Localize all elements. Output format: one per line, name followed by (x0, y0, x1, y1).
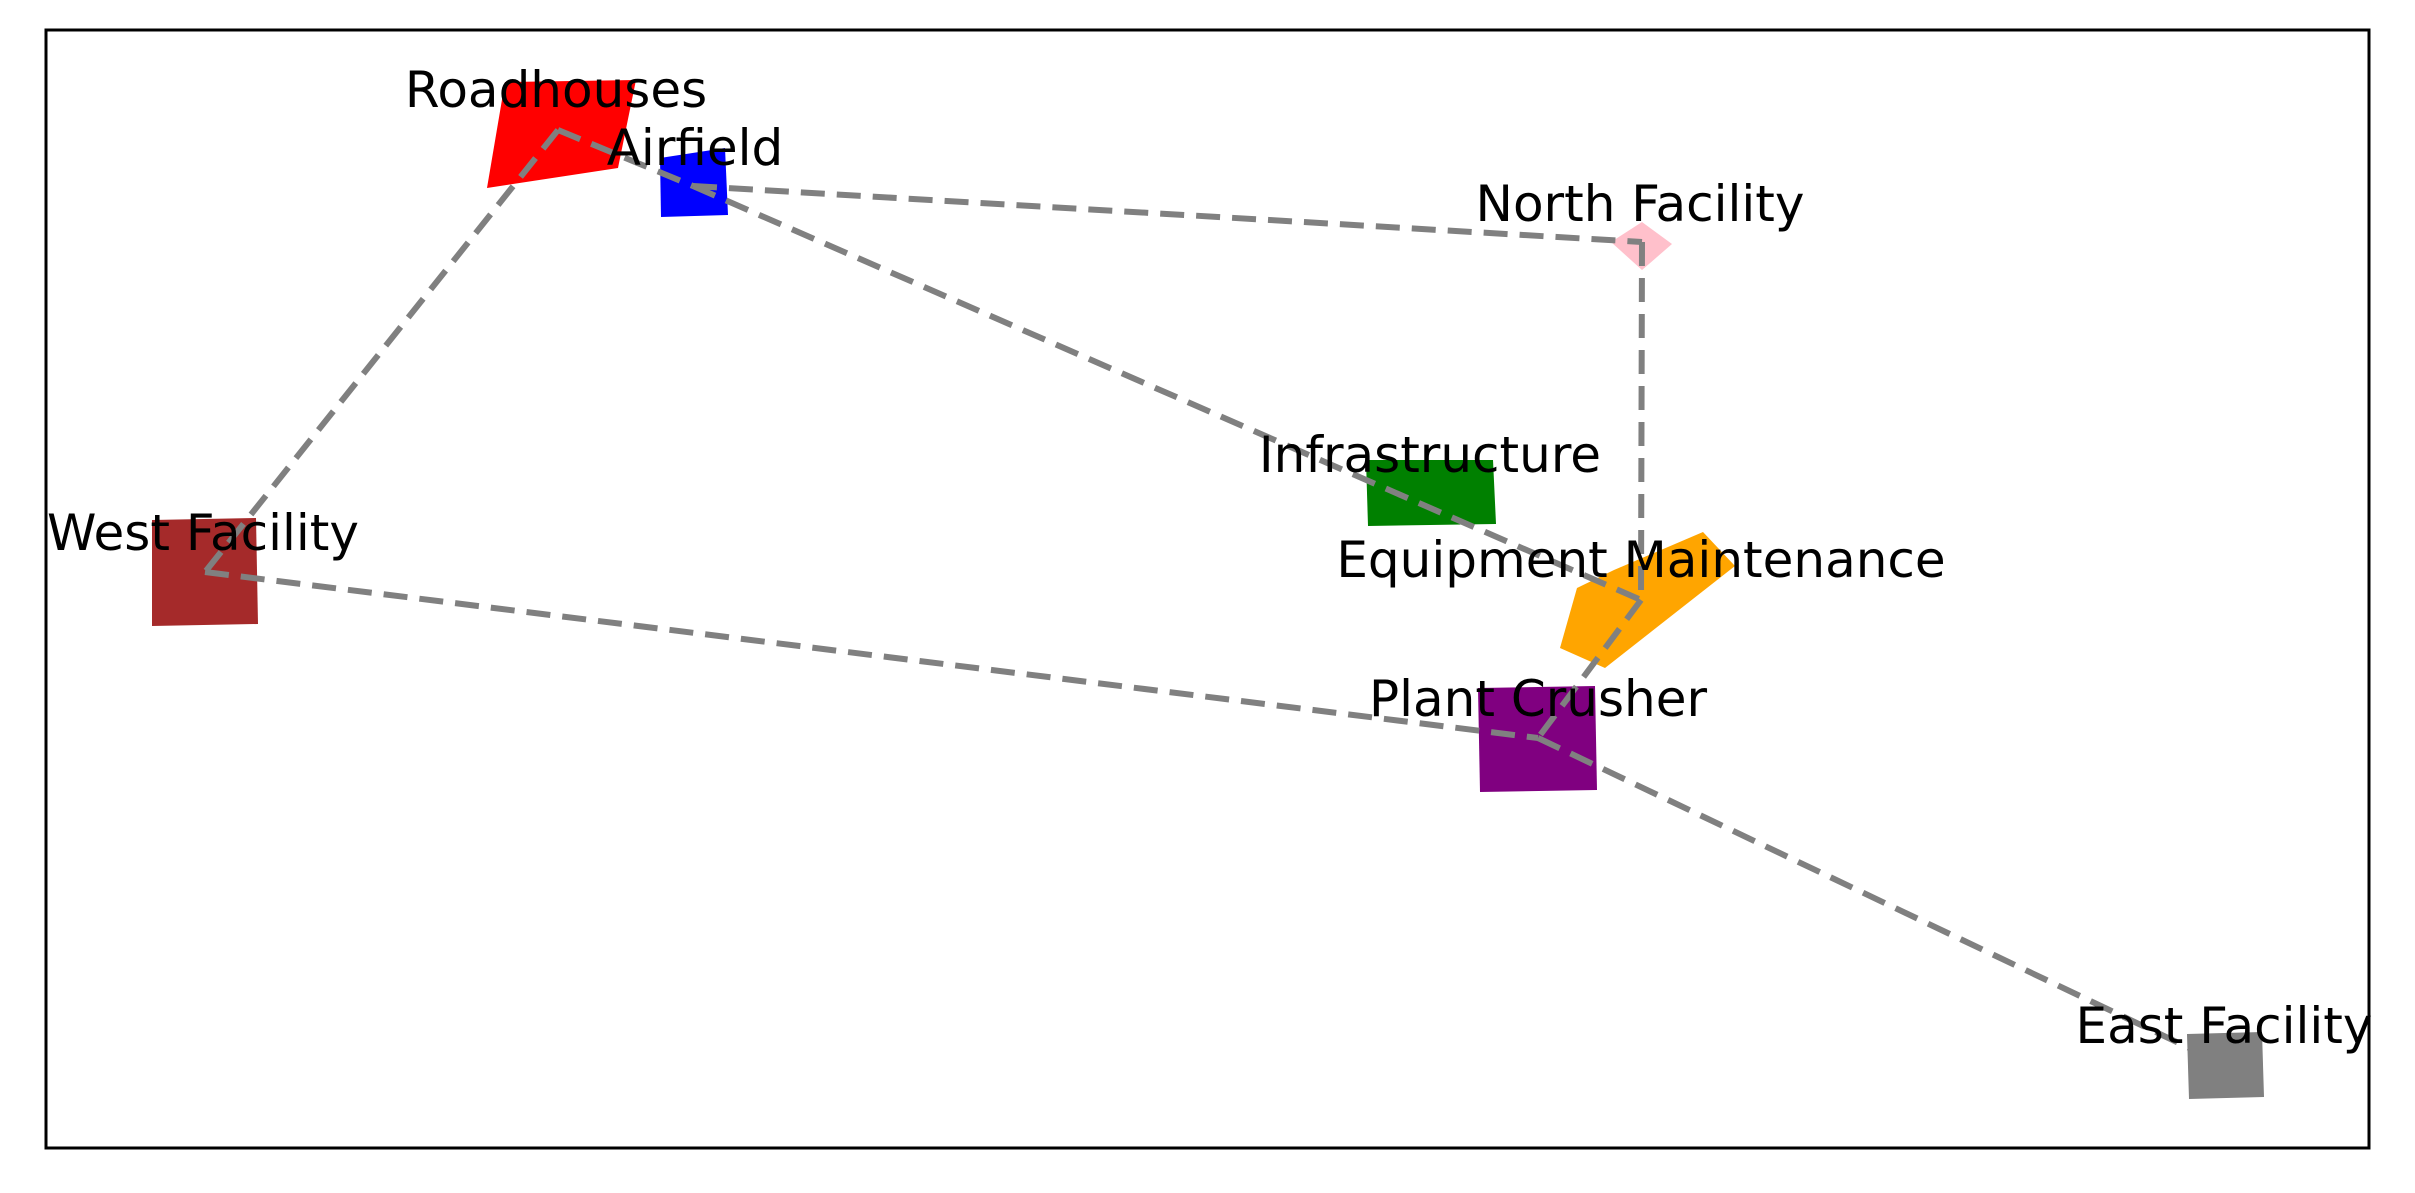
east-facility-shape (2187, 1032, 2264, 1099)
route-roadhouses-west-facility (202, 128, 561, 574)
north-facility-label: North Facility (1476, 175, 1805, 233)
equipment-maintenance-label: Equipment Maintenance (1336, 531, 1945, 589)
roadhouses-label: Roadhouses (405, 61, 707, 119)
equipment-maintenance-shape (1560, 532, 1735, 668)
facility-labels: Roadhouses Airfield North Facility Infra… (47, 61, 2372, 1055)
map-frame (44, 28, 2371, 1150)
infrastructure-label: Infrastructure (1259, 426, 1601, 484)
route-plant-crusher-east-facility (1536, 735, 2227, 1068)
airfield-shape (660, 148, 728, 217)
infrastructure-shape (1366, 460, 1496, 526)
route-west-facility-plant-crusher (204, 569, 1539, 741)
route-roadhouses-airfield (556, 127, 695, 189)
route-airfield-north-facility (692, 183, 1643, 245)
route-airfield-equipment-maintenance (691, 183, 1643, 603)
plant-crusher-label: Plant Crusher (1369, 670, 1708, 728)
east-facility-label: East Facility (2076, 997, 2373, 1055)
route-equipment-maintenance-plant-crusher (1535, 598, 1644, 740)
route-lines (202, 127, 2227, 1068)
airfield-label: Airfield (607, 119, 784, 177)
route-north-facility-equipment-maintenance (1638, 241, 1645, 601)
west-facility-label: West Facility (47, 504, 359, 562)
